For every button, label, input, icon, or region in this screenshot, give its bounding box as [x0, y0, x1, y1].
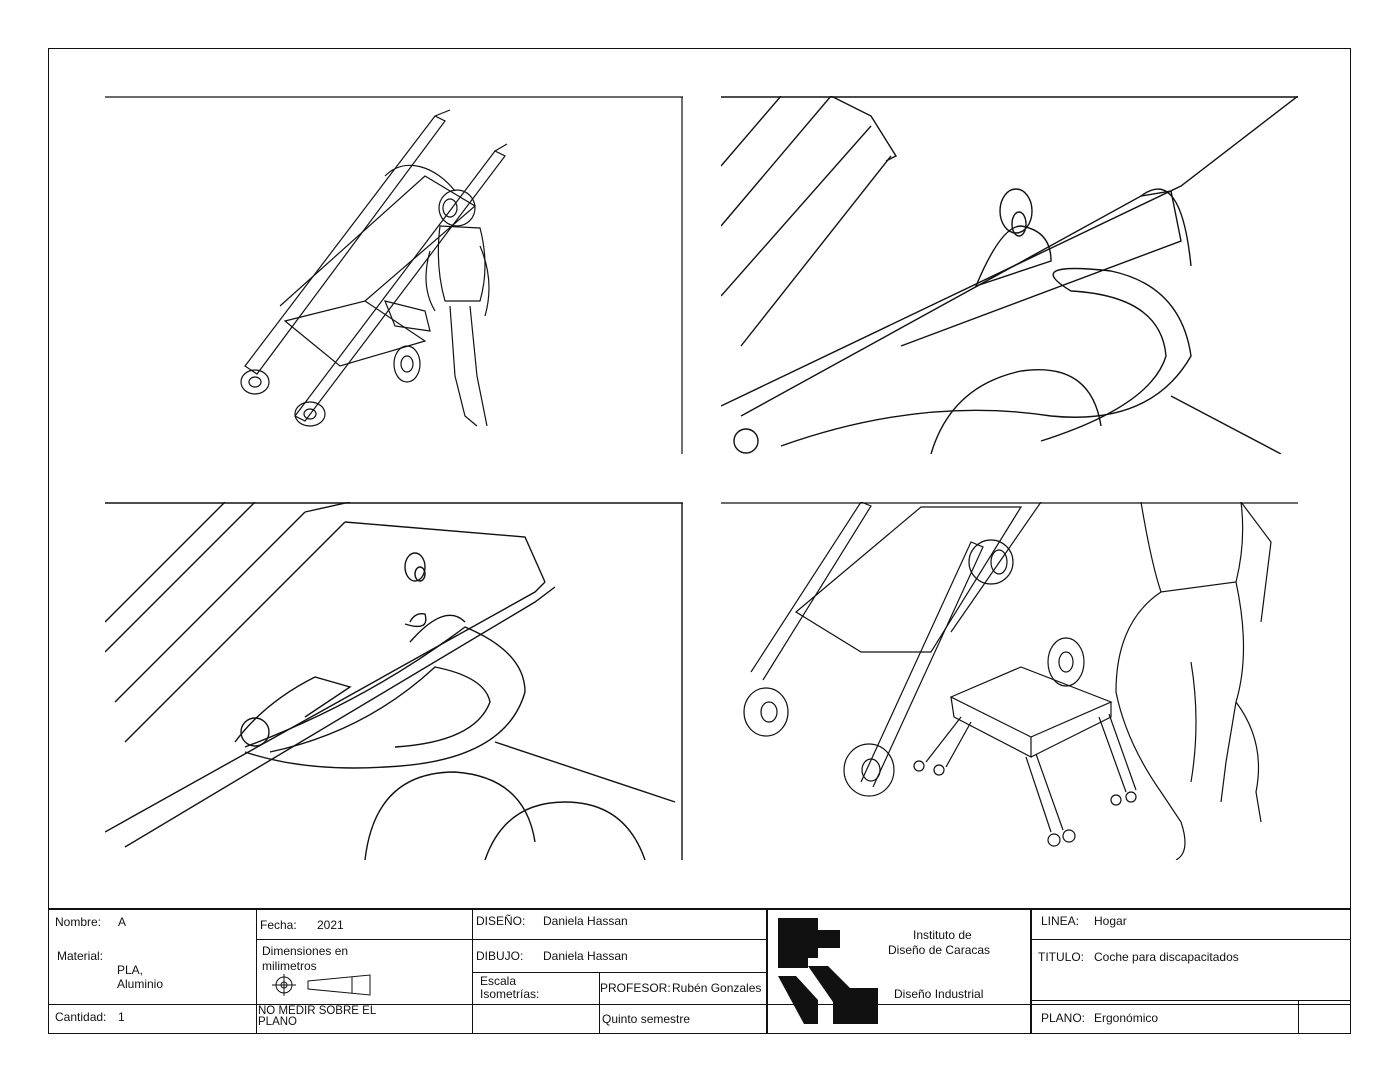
projection-symbol-icon [272, 974, 371, 996]
fecha-label: Fecha: [260, 918, 297, 932]
view-hook-detail [721, 96, 1298, 454]
stroller-isometric-drawing [105, 96, 683, 454]
escala-line1: Escala [480, 974, 517, 988]
titulo-value: Coche para discapacitados [1094, 950, 1239, 964]
titulo-label: TITULO: [1038, 950, 1085, 964]
handle-detail-drawing [105, 502, 683, 860]
nombre-label: Nombre: [55, 915, 102, 929]
material-label: Material: [57, 949, 104, 963]
linea-label: LINEA: [1041, 914, 1080, 928]
cantidad-value: 1 [118, 1010, 125, 1024]
diseno-label: DISEÑO: [476, 914, 526, 928]
view-stroller-with-mannequin [105, 96, 683, 454]
material-value-line1: PLA, [117, 963, 144, 977]
view-stool-with-mannequin [721, 502, 1298, 860]
title-block: Nombre: A Material: PLA, Aluminio Cantid… [48, 908, 1351, 1034]
view-handle-detail [105, 502, 683, 860]
instituto-line2: Diseño de Caracas [888, 943, 991, 957]
profesor-label: PROFESOR: [600, 981, 671, 995]
departamento: Diseño Industrial [894, 987, 984, 1001]
no-medir-line2: PLANO [258, 1016, 297, 1028]
dibujo-value: Daniela Hassan [543, 949, 628, 963]
instituto-line1: Instituto de [913, 928, 972, 942]
no-medir-line1: NO MEDIR SOBRE EL [258, 1005, 377, 1017]
stool-detail-drawing [721, 502, 1298, 860]
escala-line2: Isometrías: [480, 987, 540, 1001]
profesor-value: Rubén Gonzales [672, 981, 762, 995]
institute-logo [778, 918, 878, 1024]
dibujo-label: DIBUJO: [476, 949, 524, 963]
hook-detail-drawing [721, 96, 1298, 454]
semestre-value: Quinto semestre [602, 1012, 691, 1026]
dimensiones-line2: milimetros [262, 959, 317, 973]
diseno-value: Daniela Hassan [543, 914, 628, 928]
fecha-value: 2021 [317, 918, 344, 932]
material-value-line2: Aluminio [117, 977, 164, 991]
plano-value: Ergonómico [1094, 1011, 1159, 1025]
cantidad-label: Cantidad: [55, 1010, 107, 1024]
linea-value: Hogar [1094, 914, 1127, 928]
drawing-sheet-border [48, 48, 1351, 1034]
dimensiones-line1: Dimensiones en [262, 944, 349, 958]
plano-label: PLANO: [1041, 1011, 1086, 1025]
nombre-value: A [118, 915, 127, 929]
